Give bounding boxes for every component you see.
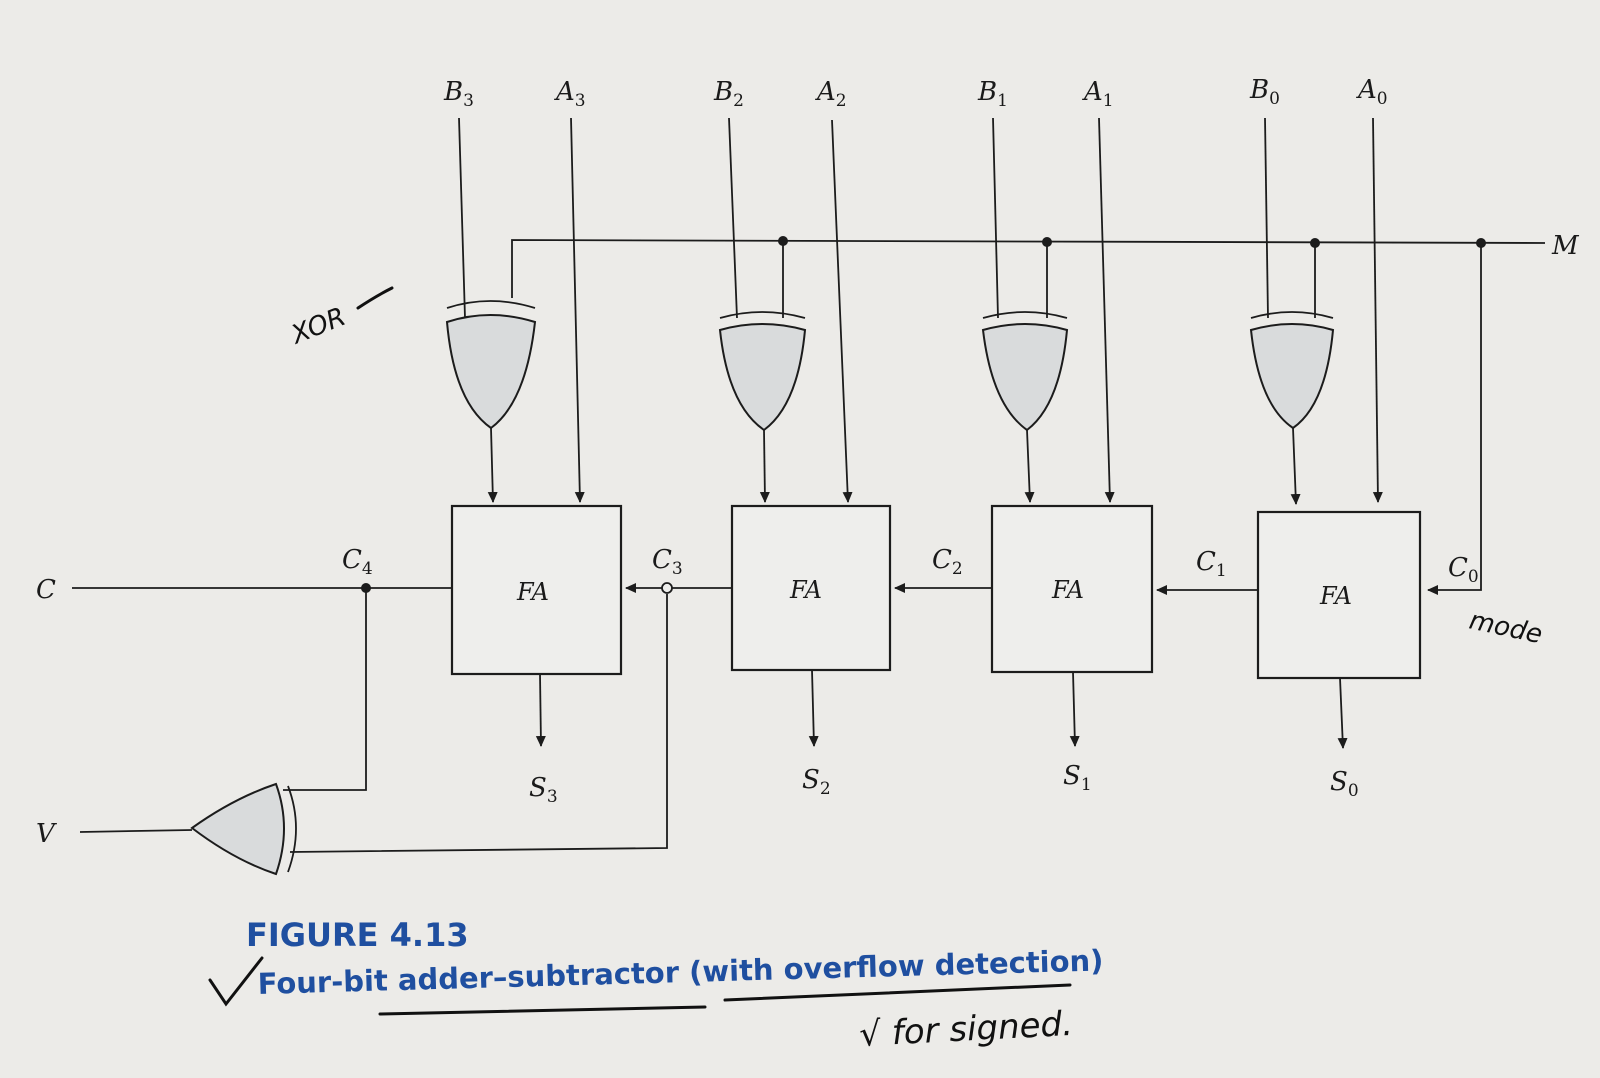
s0-wire: [1337, 677, 1348, 749]
xor-gate-b1: [981, 323, 1069, 432]
svg-text:C4: C4: [342, 545, 373, 579]
xor-arc: [1250, 311, 1334, 319]
mode-line: [511, 239, 1546, 298]
a3-wire: [570, 117, 585, 503]
full-adder-label: FA: [516, 578, 549, 606]
svg-text:C2: C2: [932, 545, 963, 579]
full-adder-1: [990, 504, 1154, 674]
caption-checkmark: [208, 956, 264, 1007]
caption-underline: [723, 983, 1072, 1002]
svg-text:A3: A3: [554, 77, 586, 111]
full-adder-label: FA: [789, 576, 822, 604]
xor-arc: [287, 785, 297, 873]
carry-label-c3: C3: [652, 545, 683, 579]
svg-text:S2: S2: [802, 765, 831, 799]
s1-wire: [1069, 671, 1080, 747]
input-label-a0: A0: [1356, 75, 1388, 109]
svg-text:A1: A1: [1082, 77, 1114, 111]
s2-wire: [808, 669, 819, 747]
s3-wire: [535, 673, 546, 747]
svg-text:A2: A2: [815, 77, 847, 111]
svg-text:S3: S3: [529, 773, 558, 807]
svg-text:C0: C0: [1448, 553, 1479, 587]
input-label-b1: B1: [977, 77, 1008, 111]
svg-text:B3: B3: [443, 77, 474, 111]
full-adder-label: FA: [1051, 576, 1084, 604]
full-adder-label: FA: [1319, 582, 1352, 610]
input-label-a2: A2: [815, 77, 847, 111]
xor-gate-b0: [1249, 323, 1335, 430]
c3-to-overflow: [289, 594, 668, 853]
svg-text:C1: C1: [1196, 547, 1227, 581]
b2-wire: [728, 117, 738, 319]
mode-annotation: mode: [1467, 606, 1545, 651]
overflow-label: V: [36, 819, 57, 849]
input-label-b3: B3: [443, 77, 474, 111]
input-label-b0: B0: [1249, 75, 1280, 109]
svg-text:A0: A0: [1356, 75, 1388, 109]
xor1-out: [1024, 429, 1035, 503]
a0-wire: [1372, 117, 1383, 503]
a2-wire: [831, 119, 853, 503]
full-adder-2: [730, 504, 892, 672]
xor3-out: [487, 427, 498, 503]
sum-label-s3: S3: [529, 773, 558, 807]
xor-gate-b3: [445, 314, 537, 430]
xor-annotation-stroke: [356, 286, 394, 310]
xor-arc: [719, 311, 806, 319]
xor-arc: [446, 300, 536, 309]
xor0-out: [1290, 427, 1301, 505]
overflow-v: [79, 829, 193, 833]
svg-text:S1: S1: [1063, 761, 1092, 795]
mode-label: M: [1551, 231, 1580, 261]
overflow-xor-gate: [190, 782, 285, 876]
full-adder-0: [1256, 510, 1422, 680]
svg-text:C3: C3: [652, 545, 683, 579]
mode-to-carry-in: [1427, 243, 1482, 595]
sum-label-s2: S2: [802, 765, 831, 799]
full-adder-3: [450, 504, 623, 676]
xor-gate-b2: [718, 323, 807, 432]
caption-underline: [378, 1005, 707, 1016]
input-label-a3: A3: [554, 77, 586, 111]
xor-arc: [982, 311, 1068, 319]
xor2-out: [759, 429, 770, 503]
svg-text:B1: B1: [977, 77, 1008, 111]
signed-annotation: √ for signed.: [858, 1004, 1073, 1055]
c4-to-overflow: [283, 588, 367, 791]
carry-out-label: C: [36, 575, 56, 605]
b0-wire: [1264, 117, 1269, 319]
a1-wire: [1098, 117, 1115, 503]
carry-label-c4: C4: [342, 545, 373, 579]
b3-wire: [458, 117, 466, 319]
carry-label-c0: C0: [1448, 553, 1479, 587]
sum-label-s1: S1: [1063, 761, 1092, 795]
input-label-a1: A1: [1082, 77, 1114, 111]
svg-text:B0: B0: [1249, 75, 1280, 109]
sum-label-s0: S0: [1330, 767, 1359, 801]
figure-number: FIGURE 4.13: [246, 916, 469, 954]
carry-label-c2: C2: [932, 545, 963, 579]
xor-annotation: XOR: [286, 302, 350, 351]
svg-text:S0: S0: [1330, 767, 1359, 801]
carry-label-c1: C1: [1196, 547, 1227, 581]
b1-wire: [992, 117, 999, 319]
svg-text:B2: B2: [713, 77, 744, 111]
input-label-b2: B2: [713, 77, 744, 111]
c3-tap-dot: [661, 582, 673, 594]
